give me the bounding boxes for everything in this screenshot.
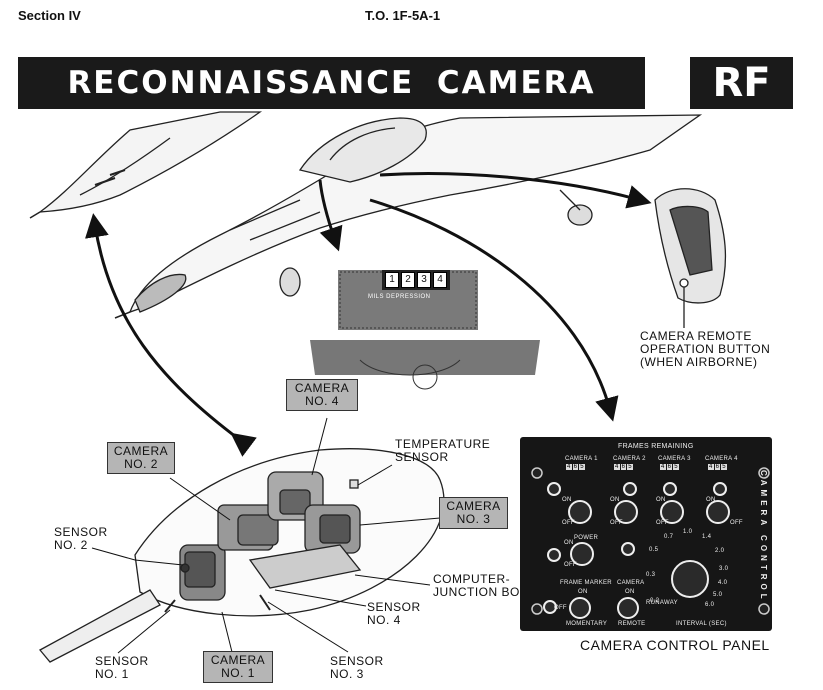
aircraft-variant-badge: RF	[690, 57, 793, 109]
power-on-label: ON	[564, 540, 574, 546]
camera-4-toggle-switch[interactable]	[706, 500, 730, 524]
camera-3-toggle-switch[interactable]	[660, 500, 684, 524]
camera-2-on-label: ON	[610, 497, 620, 503]
frame-marker-on-label: ON	[578, 589, 588, 595]
interval-selector-dial[interactable]	[671, 560, 709, 598]
dial-mark: 5.0	[713, 592, 723, 598]
temperature-sensor-label: TEMPERATURE SENSOR	[395, 437, 491, 464]
frame-marker-indicator-light	[543, 600, 557, 614]
dial-mark: 0.3	[646, 572, 656, 578]
camera-1-on-label: ON	[562, 497, 572, 503]
dial-mark: 1.0	[683, 529, 693, 535]
camera-no-4-callout: CAMERA NO. 4	[286, 379, 358, 411]
dial-mark: 4.0	[718, 580, 728, 586]
camera-3-on-label: ON	[656, 497, 666, 503]
camera-2-indicator-light	[623, 482, 637, 496]
camera-control-panel-caption: CAMERA CONTROL PANEL	[580, 637, 770, 653]
camera-1-indicator-light	[547, 482, 561, 496]
cockpit-indicator-illustration	[310, 270, 540, 390]
sensor-no-1-label: SENSOR NO. 1	[95, 654, 149, 681]
cockpit-frame-counter: 1 2 3 4	[385, 272, 447, 288]
computer-junction-box-label: COMPUTER- JUNCTION BOX	[433, 572, 529, 599]
camera-on-label: ON	[625, 589, 635, 595]
mils-depression-label: MILS DEPRESSION	[368, 294, 431, 300]
frames-remaining-label: FRAMES REMAINING	[618, 443, 694, 450]
camera-1-off-label: OFF	[562, 520, 575, 526]
power-label: POWER	[574, 535, 599, 541]
panel-screw-icon	[531, 467, 543, 479]
panel-screw-icon	[758, 467, 770, 479]
dial-mark: 1.4	[702, 534, 712, 540]
sensor-no-2-label: SENSOR NO. 2	[54, 525, 108, 552]
sensor-no-3-label: SENSOR NO. 3	[330, 654, 384, 681]
camera-4-frame-counter: 4 6 5	[708, 464, 727, 470]
camera-no-3-callout: CAMERA NO. 3	[439, 497, 508, 529]
dial-mark: 3.0	[719, 566, 729, 572]
dial-mark: 6.0	[705, 602, 715, 608]
camera-1-label: CAMERA 1	[565, 456, 598, 462]
panel-controls	[531, 467, 770, 619]
dial-mark: 0.7	[664, 534, 674, 540]
camera-4-indicator-light	[713, 482, 727, 496]
interval-label: INTERVAL (SEC)	[676, 621, 727, 627]
counter-digit: 3	[417, 272, 431, 288]
camera-3-frame-counter: 4 6 5	[660, 464, 679, 470]
dial-mark: 0.5	[649, 547, 659, 553]
camera-remote-button-label: CAMERA REMOTE OPERATION BUTTON (WHEN AIR…	[640, 329, 771, 369]
nose-cutaway-illustration	[38, 448, 445, 663]
camera-switch-label: CAMERA	[617, 580, 645, 586]
frame-marker-off-label: OFF	[554, 605, 567, 611]
camera-2-label: CAMERA 2	[613, 456, 646, 462]
counter-digit: 2	[401, 272, 415, 288]
camera-1-toggle-switch[interactable]	[568, 500, 592, 524]
camera-2-off-label: OFF	[610, 520, 623, 526]
runaway-indicator-light	[621, 542, 635, 556]
camera-2-toggle-switch[interactable]	[614, 500, 638, 524]
flow-arrows	[85, 172, 652, 457]
section-label: Section IV	[18, 8, 81, 23]
camera-remote-switch[interactable]	[617, 597, 639, 619]
document-number: T.O. 1F-5A-1	[365, 8, 441, 23]
control-stick-illustration	[654, 188, 727, 328]
camera-no-2-callout: CAMERA NO. 2	[107, 442, 175, 474]
frame-marker-label: FRAME MARKER	[560, 580, 612, 586]
power-indicator-light	[547, 548, 561, 562]
camera-no-1-callout: CAMERA NO. 1	[203, 651, 273, 683]
camera-2-frame-counter: 4 6 5	[614, 464, 633, 470]
camera-control-side-label: CAMERA CONTROL	[759, 470, 768, 603]
leader-lines	[91, 417, 441, 654]
dial-mark: 2.0	[715, 548, 725, 554]
camera-4-label: CAMERA 4	[705, 456, 738, 462]
power-toggle-switch[interactable]	[570, 542, 594, 566]
frame-marker-switch[interactable]	[569, 597, 591, 619]
camera-4-off-label: OFF	[730, 520, 743, 526]
panel-screw-icon	[758, 603, 770, 615]
counter-digit: 4	[433, 272, 447, 288]
sensor-no-4-label: SENSOR NO. 4	[367, 600, 421, 627]
counter-digit: 1	[385, 272, 399, 288]
remote-label: REMOTE	[618, 621, 646, 627]
camera-4-on-label: ON	[706, 497, 716, 503]
camera-1-frame-counter: 4 6 5	[566, 464, 585, 470]
camera-3-indicator-light	[663, 482, 677, 496]
momentary-label: MOMENTARY	[566, 621, 608, 627]
runaway-label: RUNAWAY	[646, 600, 678, 606]
camera-3-label: CAMERA 3	[658, 456, 691, 462]
camera-3-off-label: OFF	[656, 520, 669, 526]
power-off-label: OFF	[564, 562, 577, 568]
dial-mark: 0.2	[650, 598, 660, 604]
camera-control-panel	[520, 437, 772, 631]
aircraft-nose-upper-illustration	[29, 111, 263, 219]
panel-screw-icon	[531, 603, 543, 615]
